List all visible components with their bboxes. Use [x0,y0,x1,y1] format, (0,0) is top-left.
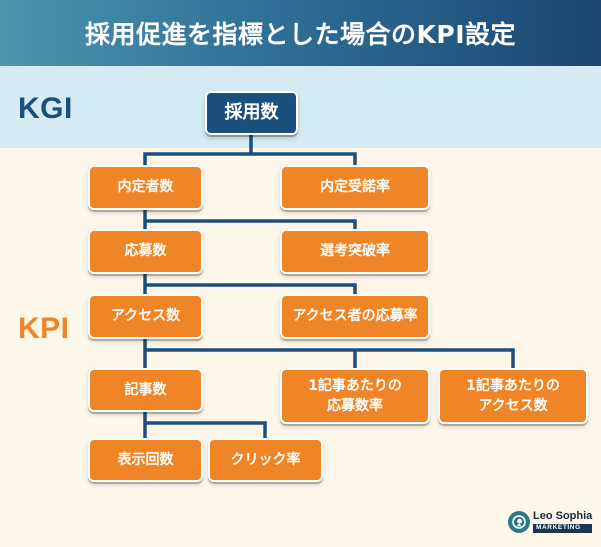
node-click-rate-label: クリック率 [230,451,301,468]
node-screening-pass-rate-label: 選考突破率 [320,243,390,260]
kgi-label: KGI [18,92,73,125]
node-visitor-application-rate-label: アクセス者の応募率 [292,308,418,325]
kpi-label: KPI [18,312,70,345]
node-offers-label: 内定者数 [117,179,174,196]
page-title: 採用促進を指標とした場合のKPI設定 [0,0,601,66]
node-access-count-label: アクセス数 [110,308,181,325]
node-applications-per-article-line1: 1記事あたりの [308,377,402,394]
node-visitor-application-rate: アクセス者の応募率 [280,294,430,339]
connector-hires [143,131,357,167]
node-click-rate: クリック率 [208,438,323,482]
node-applications-label: 応募数 [124,243,167,260]
node-screening-pass-rate: 選考突破率 [280,229,430,274]
node-impressions-label: 表示回数 [117,451,174,468]
node-access-per-article-line2: アクセス数 [478,398,548,414]
brand-logo: Leo Sophia MARKETING [508,510,593,533]
node-offer-acceptance-rate: 内定受諾率 [280,165,430,210]
kgi-band [0,66,601,148]
node-access-per-article-line1: 1記事あたりの [466,377,560,394]
node-article-count-label: 記事数 [124,381,167,398]
connector-access [143,338,515,370]
connector-offers [143,208,357,231]
connector-applications [143,273,357,296]
node-offers: 内定者数 [88,165,203,210]
node-hires-label: 採用数 [224,101,279,123]
node-impressions: 表示回数 [88,438,203,482]
logo-subtitle: MARKETING [533,524,593,533]
node-applications: 応募数 [88,229,203,274]
lion-head-icon [508,511,530,533]
node-offer-acceptance-rate-label: 内定受諾率 [320,179,390,196]
logo-name: Leo Sophia [533,510,593,523]
node-applications-per-article-line2: 応募数率 [327,398,383,414]
node-access-count: アクセス数 [88,294,203,339]
node-hires: 採用数 [205,91,298,135]
node-article-count: 記事数 [88,368,203,412]
node-applications-per-article: 1記事あたりの 応募数率 [280,368,430,424]
node-access-per-article: 1記事あたりの アクセス数 [438,368,588,424]
connector-articles [143,410,267,440]
